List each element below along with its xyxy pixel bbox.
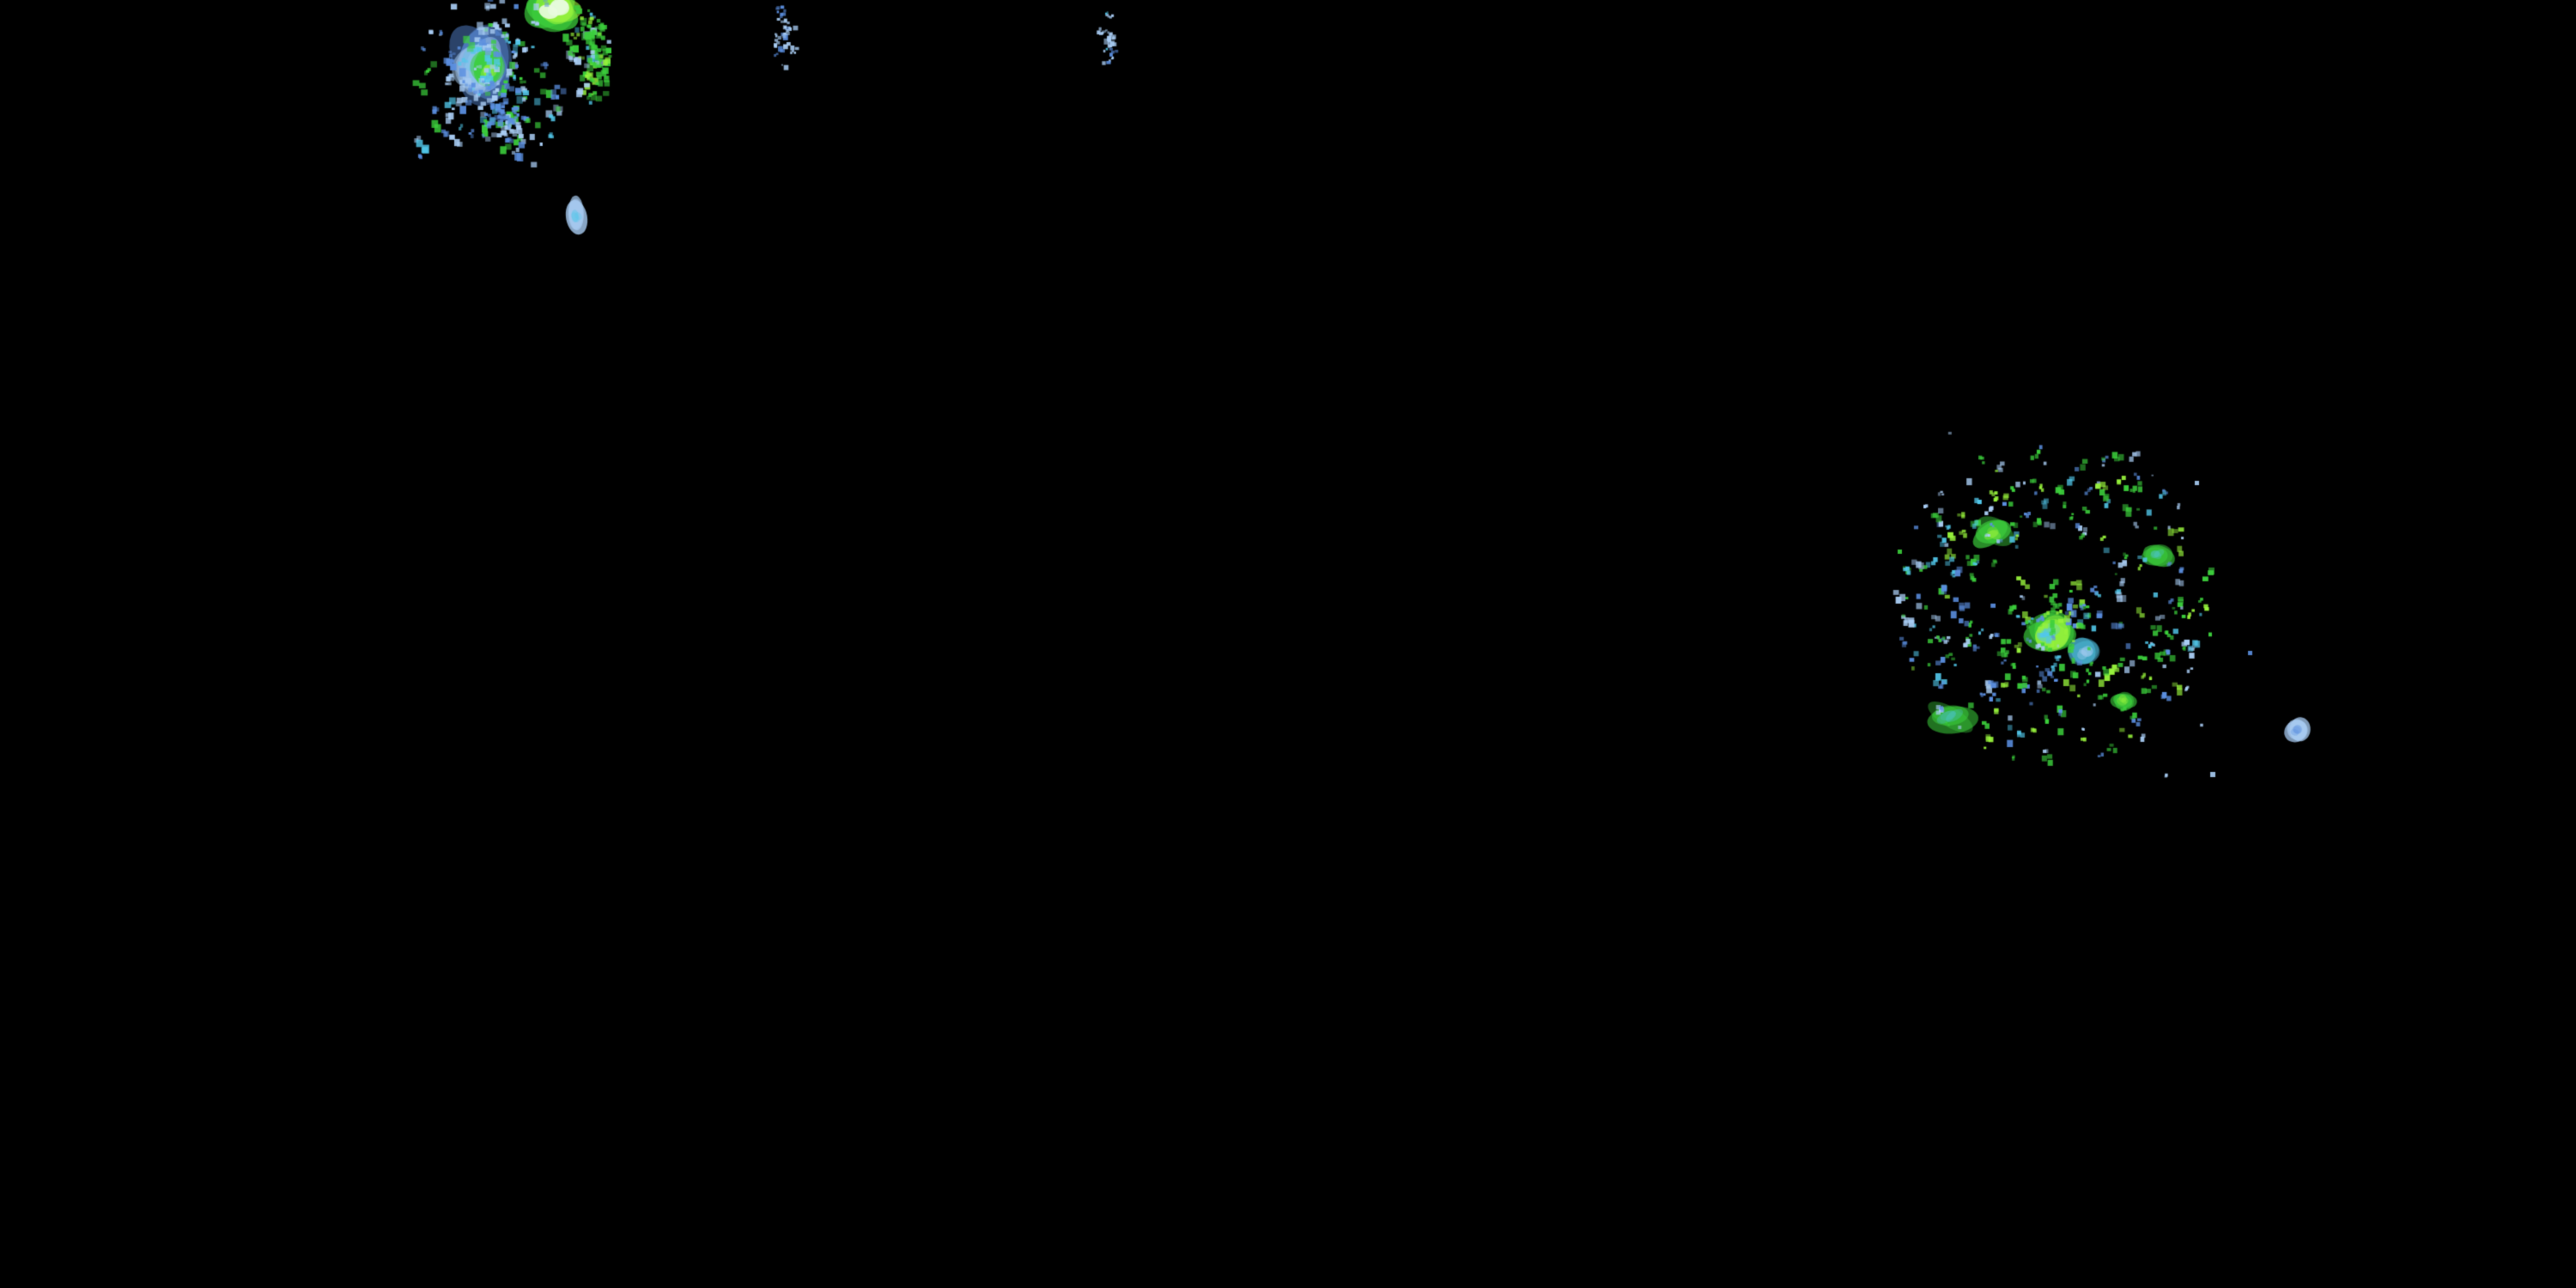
radar-page: { "canvas": { "width": 3000, "height": 1… — [0, 0, 2576, 1288]
radar-canvas — [0, 0, 2576, 1288]
radar-map — [0, 0, 2576, 1288]
